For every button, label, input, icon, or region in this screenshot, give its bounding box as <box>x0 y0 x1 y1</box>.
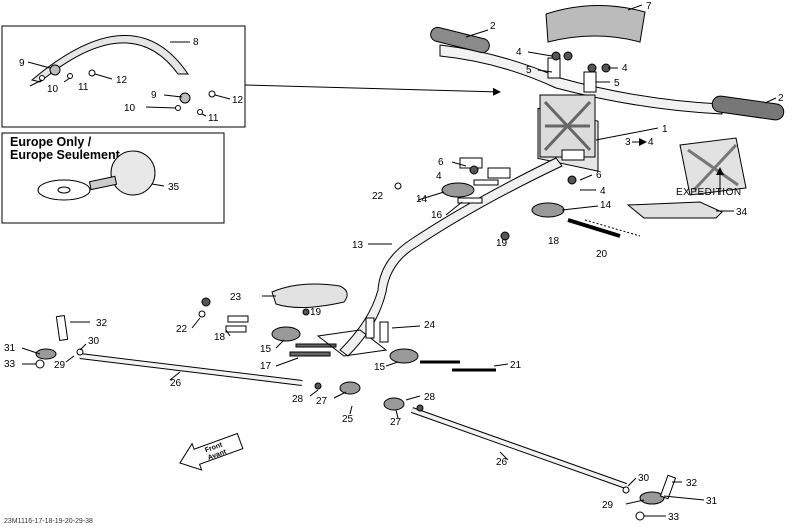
callout-16: 16 <box>431 210 443 221</box>
callout-26-b: 26 <box>496 457 508 468</box>
callout-24: 24 <box>424 320 436 331</box>
handlebar-assembly <box>430 4 785 196</box>
callout-5-a: 5 <box>526 65 532 76</box>
callout-31-a: 31 <box>4 343 16 354</box>
callout-14-a: 14 <box>416 194 428 205</box>
callout-5-b: 5 <box>614 78 620 89</box>
callout-15-a: 15 <box>260 344 272 355</box>
steering-column <box>339 149 723 357</box>
front-arrow-icon: Front Avant <box>179 432 244 471</box>
callout-8: 8 <box>193 37 199 48</box>
callout-1: 1 <box>662 124 668 135</box>
callout-21: 21 <box>510 360 522 371</box>
callout-4-d: 4 <box>600 186 606 197</box>
callout-30-b: 30 <box>638 473 650 484</box>
callout-11-b: 11 <box>208 113 219 124</box>
callout-27-a: 27 <box>316 396 328 407</box>
callout-4-a: 4 <box>516 47 522 58</box>
callout-12-b: 12 <box>232 95 244 106</box>
callout-6-a: 6 <box>438 157 444 168</box>
reference-code: 23M1116-17-18-19-20-29-38 <box>4 518 93 525</box>
callout-2: 2 <box>490 21 496 32</box>
callout-17: 17 <box>260 361 272 372</box>
inset-box-handle-pad: 8 9 10 11 12 9 10 11 12 <box>1 25 246 128</box>
callout-34: 34 <box>736 207 748 218</box>
lower-column-block <box>198 283 496 372</box>
callout-4-arrow: 4 <box>648 137 654 148</box>
callout-19-b: 19 <box>310 307 322 318</box>
callout-27-b: 27 <box>390 417 402 428</box>
callout-6-b: 6 <box>596 170 602 181</box>
callout-23: 23 <box>230 292 242 303</box>
callout-31-b: 31 <box>706 496 718 507</box>
callout-18-b: 18 <box>214 332 226 343</box>
callout-4-b: 4 <box>622 63 628 74</box>
callout-22-b: 22 <box>176 324 188 335</box>
callout-4-c: 4 <box>436 171 442 182</box>
europe-box-title-line-2: Europe Seulement <box>10 148 121 162</box>
callout-10: 10 <box>47 84 59 95</box>
inset-box-europe: Europe Only / Europe Seulement 35 <box>1 132 225 224</box>
callout-15-b: 15 <box>374 362 386 373</box>
callout-3: 3 <box>625 137 631 148</box>
callout-9-b: 9 <box>151 90 157 101</box>
callout-33-b: 33 <box>668 512 680 523</box>
callout-9: 9 <box>19 58 25 69</box>
tie-rods <box>35 314 677 521</box>
callout-14-b: 14 <box>600 200 612 211</box>
callout-22-a: 22 <box>372 191 384 202</box>
callout-30-a: 30 <box>88 336 100 347</box>
callout-10-b: 10 <box>124 103 136 114</box>
arrow-right-icon <box>244 84 501 96</box>
callout-32-b: 32 <box>686 478 698 489</box>
callout-7: 7 <box>646 1 652 12</box>
callout-2-b: 2 <box>778 93 784 104</box>
callout-11: 11 <box>78 82 89 93</box>
callout-13: 13 <box>352 240 364 251</box>
callout-28-b: 28 <box>424 392 436 403</box>
callout-32-a: 32 <box>96 318 108 329</box>
callout-12: 12 <box>116 75 128 86</box>
callout-29-a: 29 <box>54 360 66 371</box>
europe-box-title-line-1: Europe Only / <box>10 135 92 149</box>
callout-29-b: 29 <box>602 500 614 511</box>
callout-20: 20 <box>596 249 608 260</box>
callout-19-a: 19 <box>496 238 508 249</box>
expedition-label: EXPEDITION <box>676 187 742 198</box>
callout-18-a: 18 <box>548 236 560 247</box>
callout-35: 35 <box>168 182 180 193</box>
callout-33-a: 33 <box>4 359 16 370</box>
callout-25: 25 <box>342 414 354 425</box>
callout-26-a: 26 <box>170 378 182 389</box>
callout-28-a: 28 <box>292 394 304 405</box>
